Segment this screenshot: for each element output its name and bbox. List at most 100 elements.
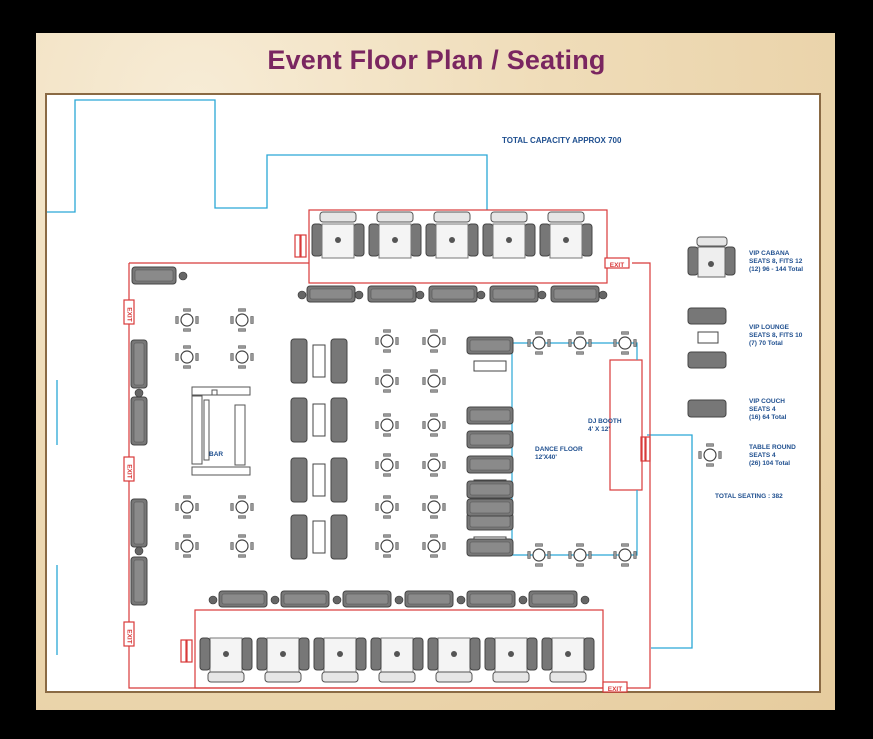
- chair: [442, 503, 446, 511]
- side-table: [354, 290, 364, 300]
- chair: [395, 337, 399, 345]
- vip-cabana: [482, 211, 536, 259]
- cabana-side: [368, 223, 380, 257]
- chair: [375, 542, 379, 550]
- round-table: [422, 453, 446, 477]
- chair: [250, 353, 254, 361]
- chair: [395, 503, 399, 511]
- round-table: [568, 543, 592, 567]
- chair: [230, 542, 234, 550]
- table-top: [380, 500, 394, 514]
- vip-lounge: [290, 338, 348, 384]
- chair: [395, 542, 399, 550]
- exit-sign-box: [602, 681, 628, 693]
- lounge-table: [312, 520, 326, 554]
- round-table: [527, 543, 551, 567]
- chair: [183, 495, 191, 499]
- chair: [375, 337, 379, 345]
- chair: [230, 316, 234, 324]
- lounge-table: [312, 463, 326, 497]
- couch-seat: [469, 593, 513, 605]
- dance-floor-size: 12'X40': [535, 454, 557, 461]
- round-table: [375, 329, 399, 353]
- chair: [568, 551, 572, 559]
- exit-sign: EXIT: [602, 681, 628, 693]
- chair: [576, 563, 584, 567]
- legend-couch-line2: SEATS 4: [749, 406, 776, 413]
- chair: [633, 551, 637, 559]
- chair: [422, 377, 426, 385]
- round-table: [175, 534, 199, 558]
- chair: [230, 503, 234, 511]
- chair: [383, 515, 391, 519]
- cabana-side: [524, 223, 536, 257]
- round-table: [230, 534, 254, 558]
- chair: [383, 413, 391, 417]
- chair: [183, 534, 191, 538]
- table-top: [427, 500, 441, 514]
- round-table: [422, 329, 446, 353]
- chair: [238, 534, 246, 538]
- side-table: [134, 388, 144, 398]
- chair: [633, 339, 637, 347]
- chair: [238, 308, 246, 312]
- chair: [527, 551, 531, 559]
- cabana-table: [449, 237, 455, 243]
- chair: [430, 515, 438, 519]
- chair: [442, 421, 446, 429]
- legend-table-line1: TABLE ROUND: [749, 444, 796, 451]
- chair: [527, 339, 531, 347]
- chair: [588, 551, 592, 559]
- chair: [613, 551, 617, 559]
- vip-cabana: [539, 211, 593, 259]
- cabana-side: [412, 637, 424, 671]
- legend-cabana-line1: VIP CABANA: [749, 250, 790, 257]
- bar-label: BAR: [209, 451, 223, 458]
- chair: [442, 337, 446, 345]
- round-table: [230, 345, 254, 369]
- cabana-side: [427, 637, 439, 671]
- chair: [621, 331, 629, 335]
- vip-cabana: [425, 211, 479, 259]
- cabana-table: [506, 237, 512, 243]
- cabana-side: [256, 637, 268, 671]
- dance-floor-label: DANCE FLOOR: [535, 446, 583, 453]
- page-title: Event Floor Plan / Seating: [267, 45, 606, 75]
- chair: [706, 443, 714, 447]
- chair: [195, 316, 199, 324]
- vip-cabana: [256, 637, 310, 683]
- chair: [175, 542, 179, 550]
- chair: [175, 353, 179, 361]
- legend-couch-icon: [687, 399, 727, 418]
- chair: [422, 503, 426, 511]
- side-table: [332, 595, 342, 605]
- couch-seat: [221, 593, 265, 605]
- cabana-table: [508, 651, 514, 657]
- chair: [375, 503, 379, 511]
- chair: [430, 329, 438, 333]
- furniture: [130, 211, 637, 683]
- round-table: [613, 543, 637, 567]
- round-table: [375, 534, 399, 558]
- cabana-side: [539, 223, 551, 257]
- cabana-back: [378, 671, 416, 683]
- couch-seat: [431, 288, 475, 300]
- table-top: [532, 336, 546, 350]
- round-table: [422, 534, 446, 558]
- side-table: [415, 290, 425, 300]
- legend-cabana-line3: (12) 96 - 144 Total: [749, 266, 803, 273]
- cabana-back: [321, 671, 359, 683]
- couch-seat: [469, 409, 511, 422]
- legend-couch-line1: VIP COUCH: [749, 398, 785, 405]
- chair: [442, 377, 446, 385]
- vip-cabana: [484, 637, 538, 683]
- exit-text: EXIT: [125, 307, 132, 321]
- chair: [430, 389, 438, 393]
- chair: [718, 451, 722, 459]
- couch-seat: [469, 483, 511, 496]
- round-table: [422, 495, 446, 519]
- couch-seat: [407, 593, 451, 605]
- chair: [430, 473, 438, 477]
- chair: [621, 563, 629, 567]
